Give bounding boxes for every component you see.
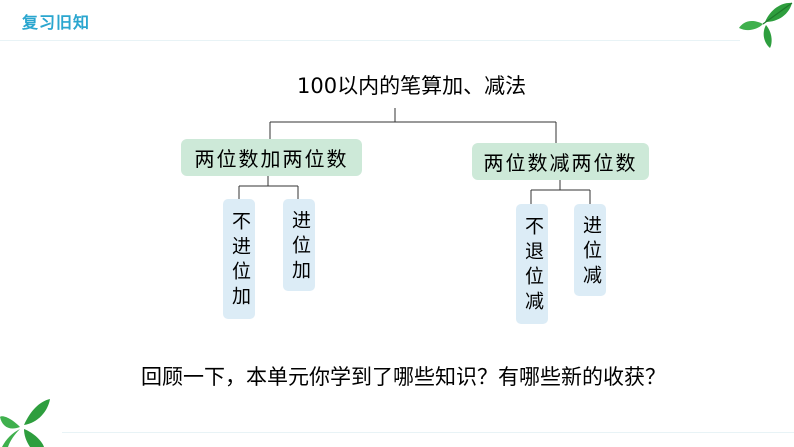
branch-box-addition: 两位数加两位数 [181,139,362,176]
leaf-decoration-top-right-icon [739,2,793,48]
leaf-box-no-borrow-subtraction: 不退位减 [516,204,548,324]
leaf-decoration-bottom-left-icon [0,399,50,447]
bottom-divider [62,432,794,433]
leaf-box-carry-addition: 进位加 [283,199,315,291]
leaf-box-no-carry-addition: 不进位加 [223,199,255,319]
top-divider [0,40,740,41]
leaf-box-borrow-subtraction: 进位减 [574,204,606,296]
review-question: 回顾一下，本单元你学到了哪些知识？有哪些新的收获？ [141,365,666,389]
section-tag: 复习旧知 [22,13,91,32]
top-bar: 复习旧知 [0,0,794,42]
diagram-root-title: 100以内的笔算加、减法 [297,74,527,98]
branch-box-subtraction: 两位数减两位数 [472,143,649,180]
